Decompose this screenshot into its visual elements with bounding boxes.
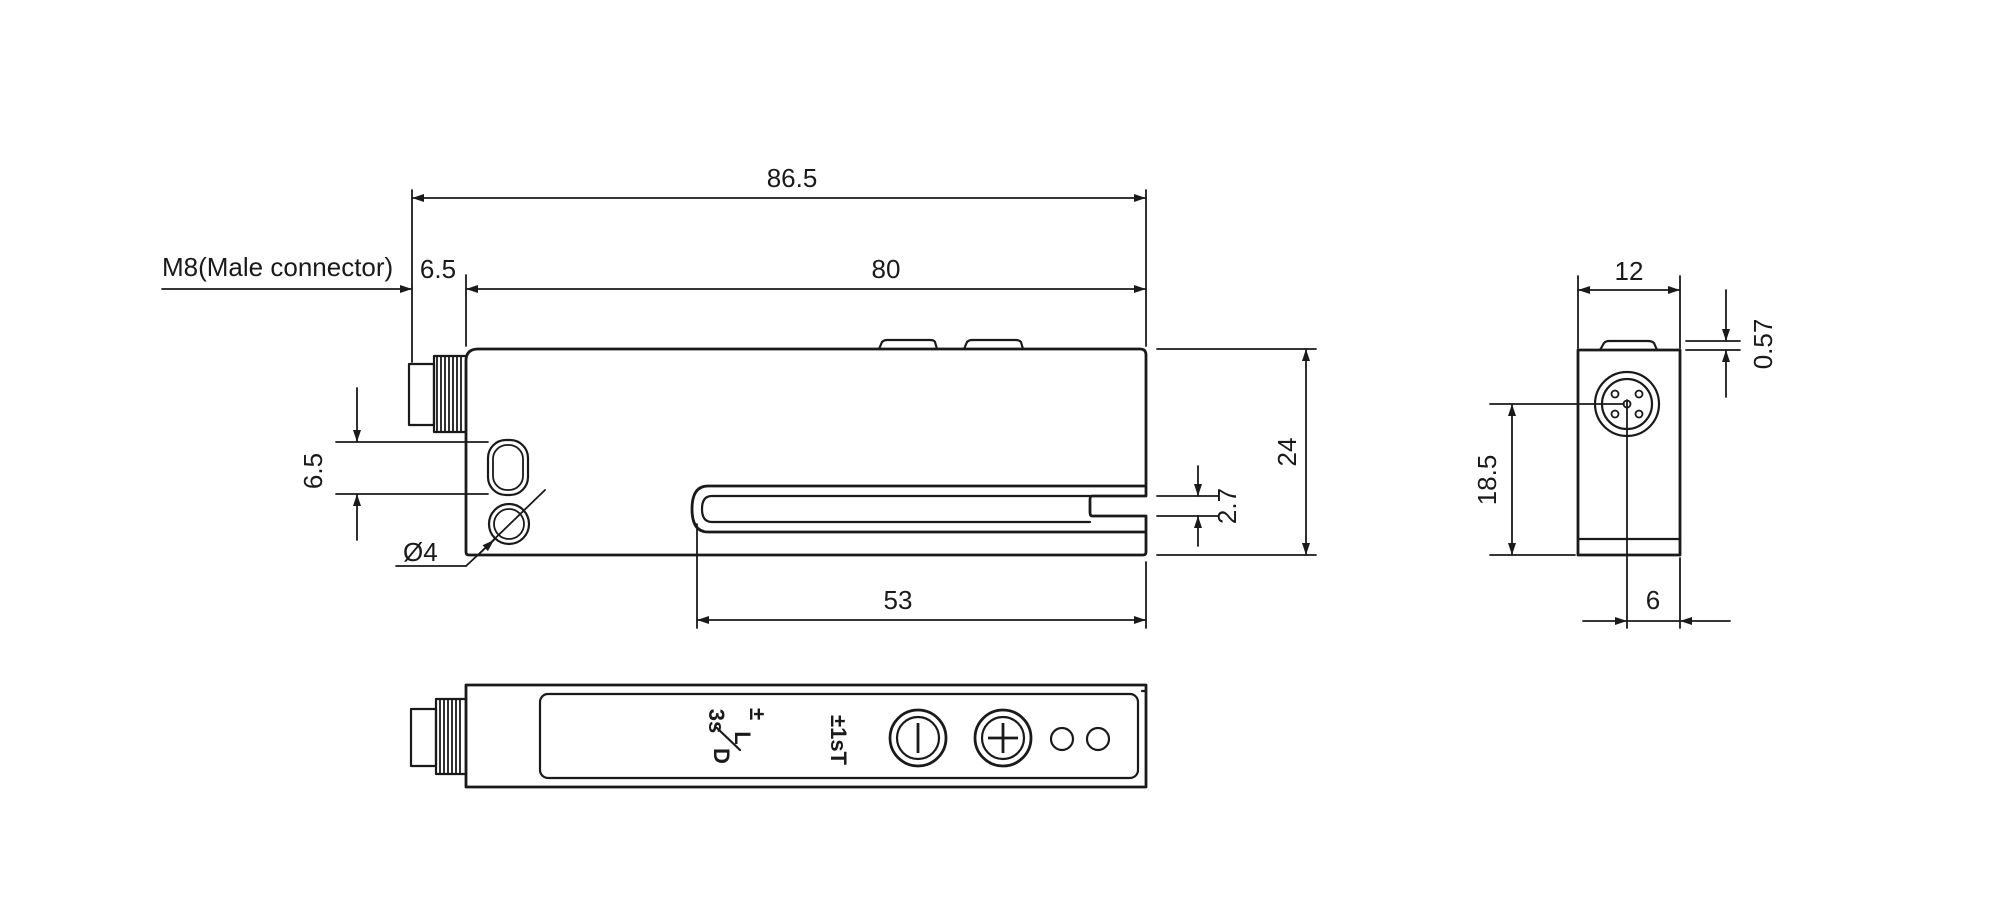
plus-icon: [988, 723, 1018, 753]
mode-switch-marking: ± L D 3s: [704, 708, 770, 764]
minus-button[interactable]: [888, 708, 948, 768]
top-connector-thread: [434, 697, 468, 776]
dim-body-length: 80: [872, 254, 901, 284]
plus-button[interactable]: [973, 708, 1033, 768]
control-panel: [538, 692, 1140, 780]
svg-text:±1sT: ±1sT: [826, 715, 851, 766]
indicator-led-2: [1085, 726, 1111, 752]
top-connector-body: [409, 707, 438, 768]
top-view: ± L D 3s ±1sT: [409, 683, 1148, 789]
side-body-outline: [1576, 348, 1682, 557]
dim-slot-width: 2.7: [1212, 488, 1242, 524]
svg-text:L: L: [730, 731, 755, 744]
dim-connector-offset: 6.5: [420, 254, 456, 284]
front-connector-thread: [432, 354, 468, 434]
front-slot: [690, 484, 1146, 534]
mounting-slot-hole-inner: [492, 444, 524, 491]
front-connector-thread-lines: [436, 356, 462, 432]
dim-side-width: 12: [1615, 256, 1644, 286]
teach-marking: ±1sT: [826, 715, 851, 766]
dim-side-connector-offset: 6: [1646, 585, 1660, 615]
top-connector-thread-lines: [439, 699, 461, 774]
mounting-slot-hole: [486, 438, 530, 497]
dim-line-hole-dia: [465, 539, 495, 567]
indicator-led-1: [1049, 726, 1075, 752]
side-view: [1576, 339, 1682, 629]
side-top-bump: [1598, 339, 1659, 352]
front-body-outline: [464, 347, 1148, 557]
front-slot-inner: [700, 494, 1092, 524]
front-view: [407, 338, 1148, 557]
mounting-round-hole-inner: [493, 508, 525, 540]
dim-slot-depth: 53: [884, 585, 913, 615]
dim-hole-spacing: 6.5: [298, 453, 328, 489]
front-dimensions: 86.5 80 M8(Male connector) 6.5 24 2.7 6.…: [161, 163, 1317, 629]
top-button-2: [962, 338, 1025, 351]
mounting-round-hole: [487, 502, 531, 546]
top-button-1: [877, 338, 939, 351]
front-connector-body: [407, 362, 436, 427]
top-body-outline: [464, 683, 1148, 789]
side-dimensions: 12 0.57 18.5 6: [1472, 256, 1778, 629]
dim-hole-diameter: Ø4: [403, 537, 438, 567]
dim-body-height: 24: [1272, 438, 1302, 467]
dim-side-connector-height: 18.5: [1472, 455, 1502, 506]
svg-text:±: ±: [745, 708, 770, 720]
connector-label: M8(Male connector): [162, 252, 393, 282]
svg-text:D: D: [709, 748, 734, 764]
dim-side-lip: 0.57: [1748, 319, 1778, 370]
dim-overall-length: 86.5: [767, 163, 818, 193]
svg-text:3s: 3s: [704, 709, 729, 733]
